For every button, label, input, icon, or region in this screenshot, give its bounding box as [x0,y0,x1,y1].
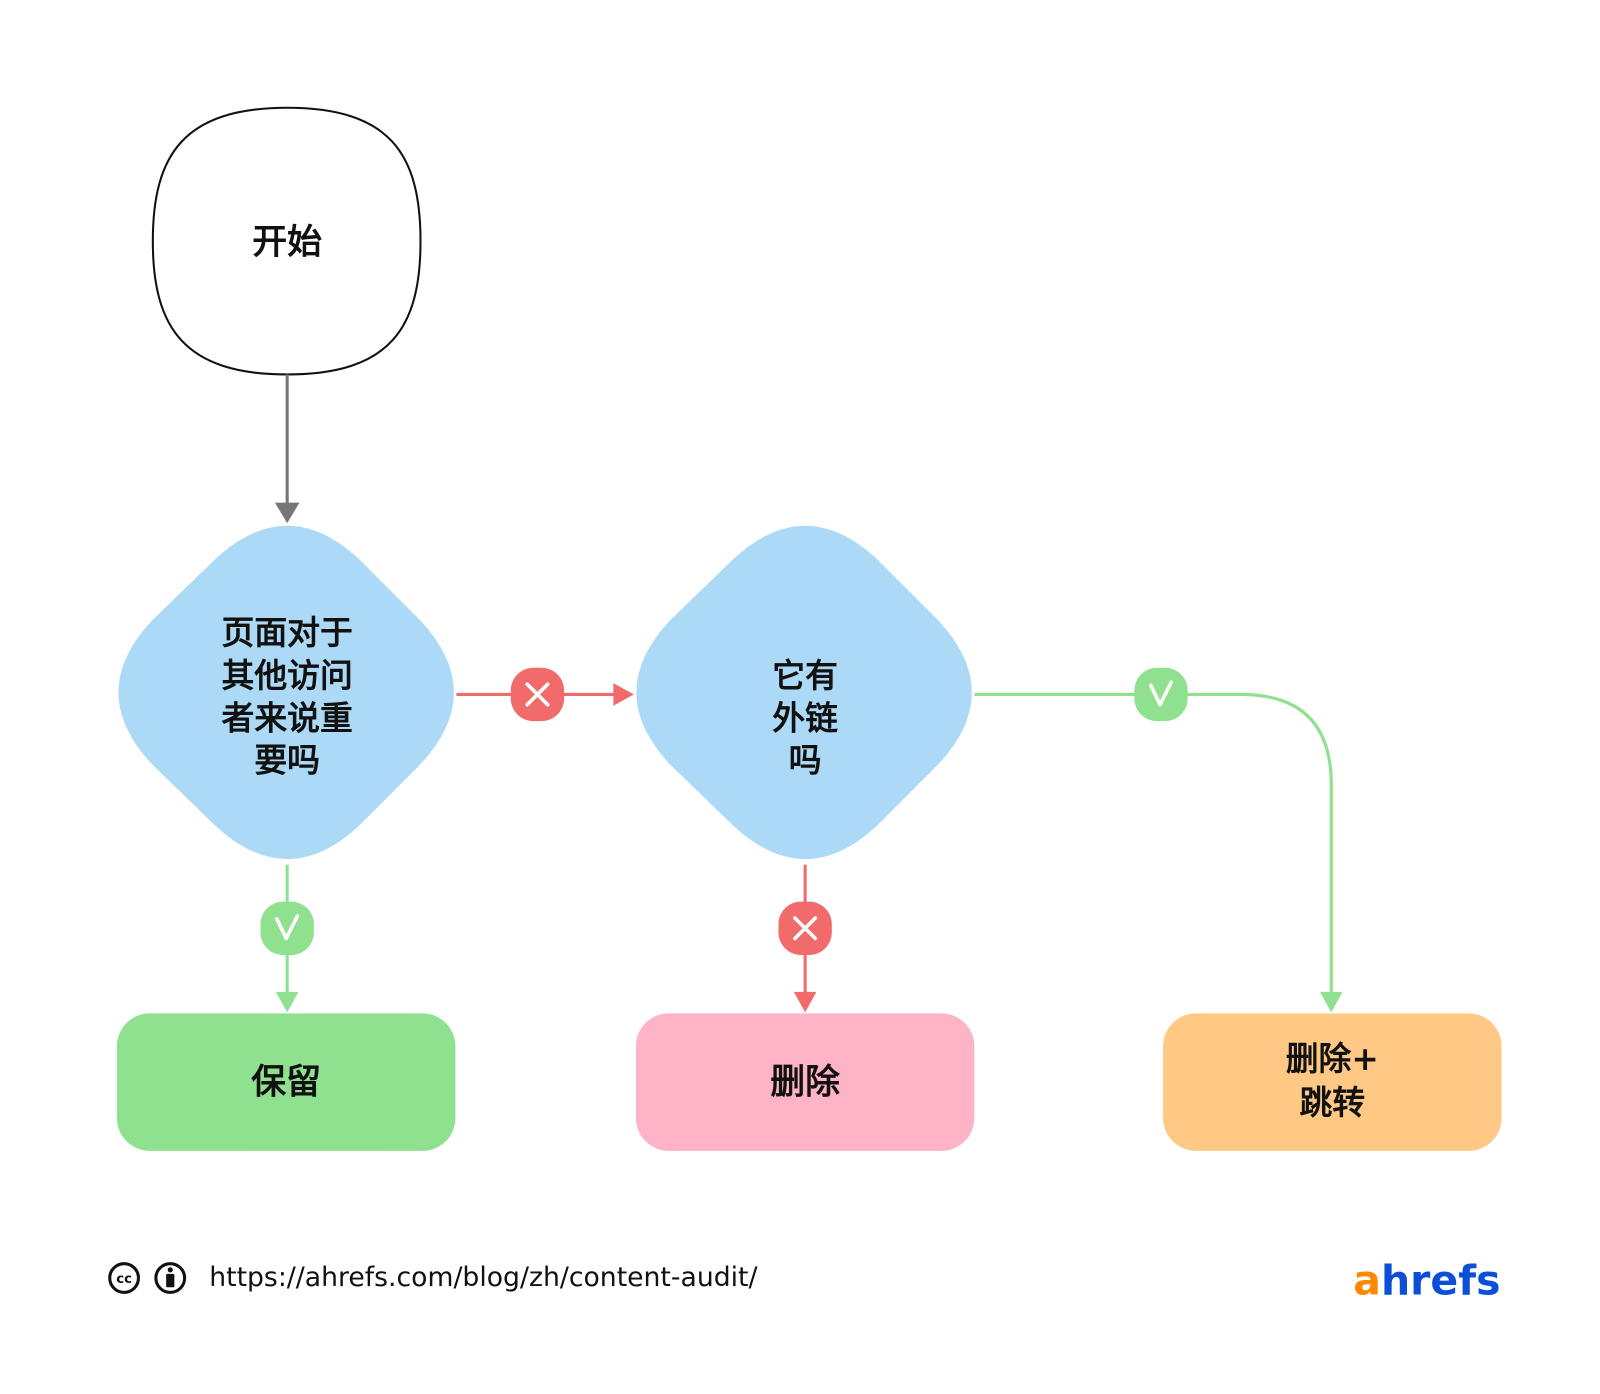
decision-important [118,525,454,860]
svg-text:cc: cc [116,1272,132,1287]
no-badge [778,901,832,955]
q2-line: 外链 [772,699,838,737]
cc-icon: cc [108,1262,140,1294]
q1-line: 要吗 [254,741,320,779]
arrowhead-icon [1320,991,1343,1013]
decision-backlinks [636,525,972,860]
cross-icon [525,682,550,707]
no-badge [510,667,565,722]
check-icon [1148,680,1174,707]
attribution-icon [154,1262,187,1294]
source-url[interactable]: https://ahrefs.com/blog/zh/content-audit… [209,1262,757,1293]
check-icon [275,914,300,941]
q1-line: 者来说重 [222,699,353,737]
result-delete [635,1013,975,1151]
start-label: 开始 [252,222,322,262]
yes-badge [1134,667,1188,722]
redirect-line: 删除+ [1286,1040,1379,1078]
delete-label: 删除 [770,1062,840,1102]
arrowhead-icon [275,991,299,1013]
q2-line: 它有 [772,657,838,695]
result-redirect [1163,1013,1502,1151]
q2-line: 吗 [789,741,822,779]
arrowhead-icon [274,502,300,524]
ahrefs-logo: ahrefs [1353,1256,1500,1304]
q1-line: 页面对于 [222,614,353,652]
q1-line: 其他访问 [222,657,353,695]
result-keep [116,1013,456,1151]
keep-label: 保留 [251,1062,321,1102]
redirect-line: 跳转 [1299,1084,1365,1122]
arrow-q2-redirect-yes [974,692,1333,995]
arrowhead-icon [613,683,634,706]
cross-icon [793,916,818,941]
yes-badge [260,901,314,955]
arrowhead-icon [793,991,817,1013]
